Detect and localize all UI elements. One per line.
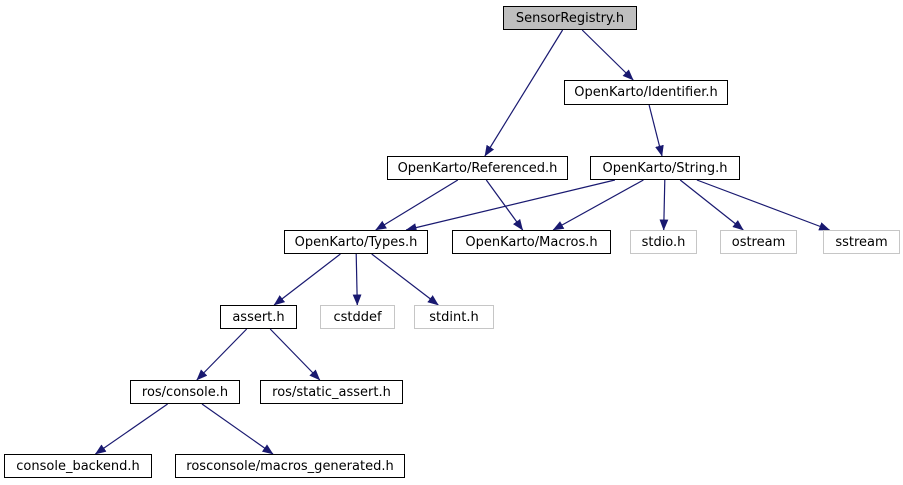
node-cstddef: cstddef xyxy=(320,305,395,329)
node-sstream: sstream xyxy=(823,230,900,254)
edge-types-assert xyxy=(273,253,341,306)
node-ostream: ostream xyxy=(720,230,797,254)
edge-string-ostream xyxy=(679,179,744,231)
edge-referenced-types xyxy=(375,179,459,231)
node-macros[interactable]: OpenKarto/Macros.h xyxy=(452,230,611,254)
edge-types-stdint xyxy=(371,253,439,306)
edge-string-types xyxy=(405,179,616,232)
node-ros_console[interactable]: ros/console.h xyxy=(130,380,240,404)
edge-ros_console-rosconsole_macros xyxy=(201,403,274,455)
edge-sensor_registry-identifier xyxy=(581,29,634,81)
edge-assert-ros_console xyxy=(196,328,248,381)
node-console_backend[interactable]: console_backend.h xyxy=(4,454,152,478)
node-identifier[interactable]: OpenKarto/Identifier.h xyxy=(564,80,728,105)
edge-string-macros xyxy=(552,179,644,231)
edge-identifier-string xyxy=(648,104,664,157)
node-rosconsole_macros[interactable]: rosconsole/macros_generated.h xyxy=(175,454,405,478)
node-ros_static_assert[interactable]: ros/static_assert.h xyxy=(260,380,403,404)
edge-string-stdio xyxy=(659,179,669,231)
edge-types-cstddef xyxy=(352,253,362,306)
edge-assert-ros_static_assert xyxy=(269,328,321,381)
edge-sensor_registry-referenced xyxy=(484,29,564,157)
edge-referenced-macros xyxy=(485,179,524,231)
node-string[interactable]: OpenKarto/String.h xyxy=(590,156,740,180)
node-stdint: stdint.h xyxy=(414,305,494,329)
node-referenced[interactable]: OpenKarto/Referenced.h xyxy=(387,156,568,180)
node-stdio: stdio.h xyxy=(630,230,697,254)
node-types[interactable]: OpenKarto/Types.h xyxy=(284,230,428,254)
node-sensor_registry: SensorRegistry.h xyxy=(503,6,637,30)
edge-ros_console-console_backend xyxy=(94,403,168,455)
node-assert[interactable]: assert.h xyxy=(220,305,297,329)
edge-string-sstream xyxy=(696,179,831,231)
